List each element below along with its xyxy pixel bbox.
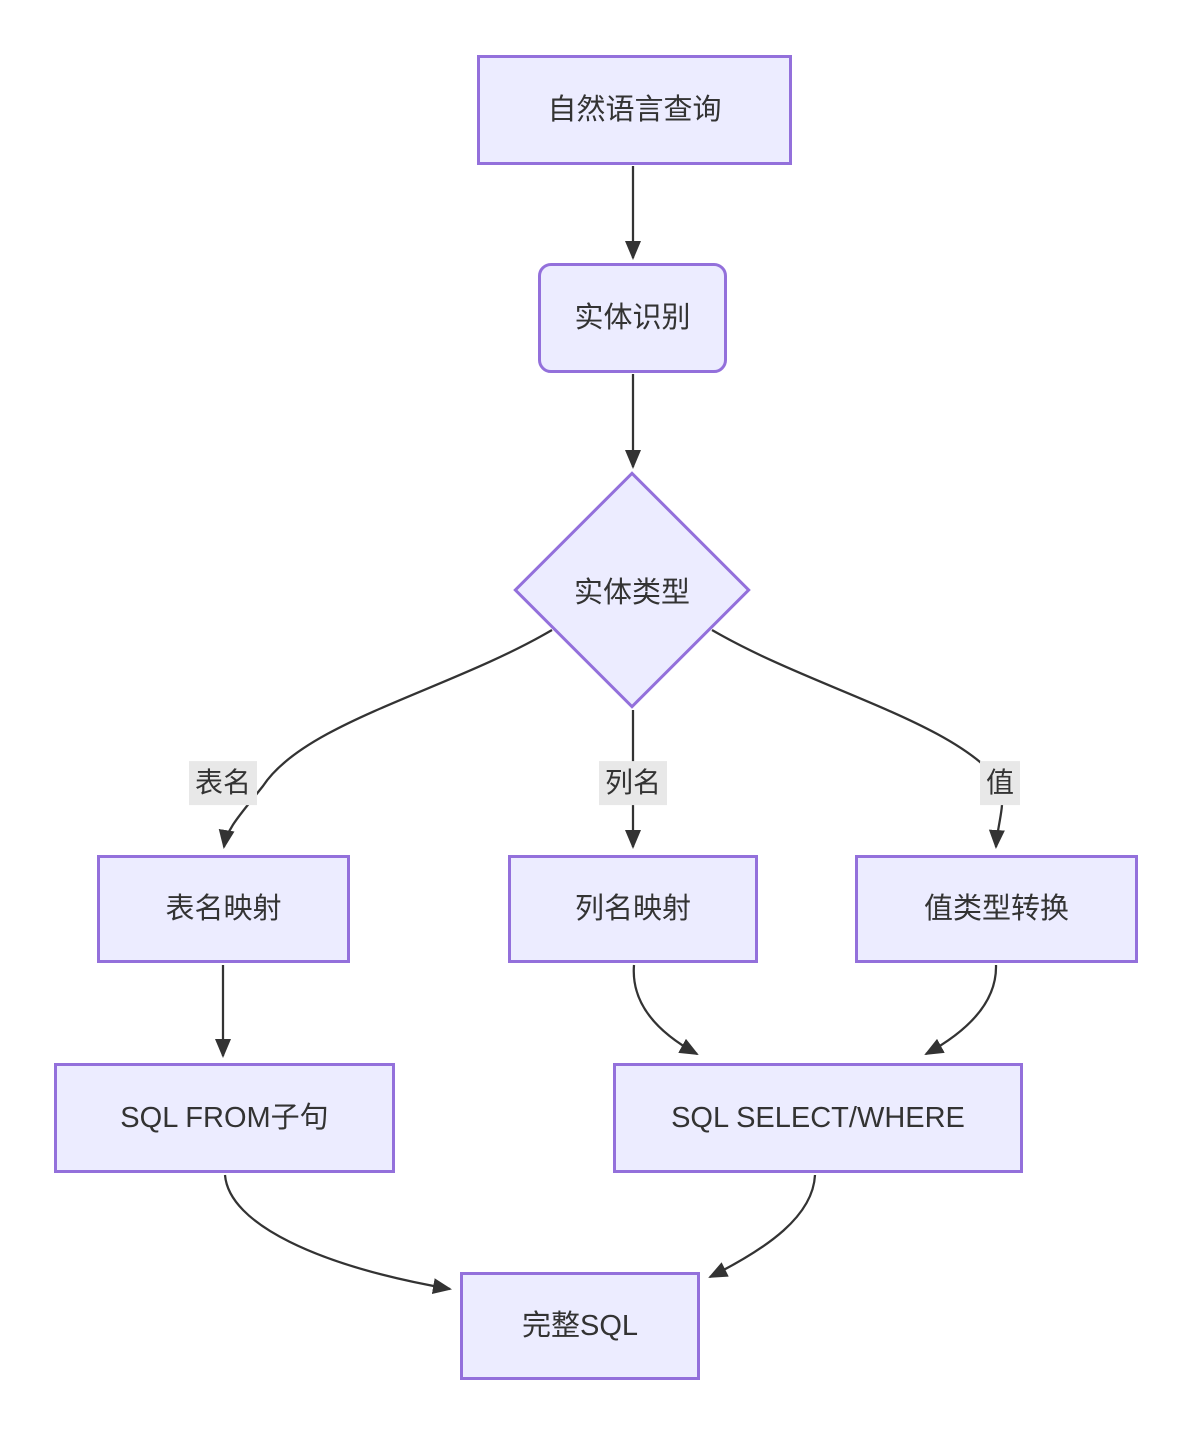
edge-label-column-name: 列名 [598, 761, 668, 805]
node-table-name-mapping: 表名映射 [97, 855, 350, 963]
edge-column-mapping-to-sql-select-where [632, 964, 699, 1055]
node-entity-recognition: 实体识别 [538, 263, 727, 373]
node-natural-language-query: 自然语言查询 [477, 55, 792, 165]
node-complete-sql-label: 完整SQL [521, 1309, 639, 1342]
node-entity-type-label-box: 实体类型 [513, 472, 751, 708]
edge-sql-from-to-complete-sql [223, 1174, 452, 1294]
node-value-type-conversion-label: 值类型转换 [923, 892, 1069, 925]
edge-value-conversion-to-sql-select-where [924, 964, 998, 1055]
node-sql-from-clause: SQL FROM子句 [54, 1063, 395, 1173]
node-entity-type-label: 实体类型 [573, 577, 690, 609]
edge-label-value: 值 [979, 761, 1021, 805]
node-sql-select-where: SQL SELECT/WHERE [613, 1063, 1023, 1173]
node-sql-from-clause-label: SQL FROM子句 [120, 1101, 329, 1134]
edge-sql-select-where-to-complete-sql [708, 1174, 817, 1279]
edge-entity-type-to-table-mapping [218, 629, 553, 849]
edge-label-table-name: 表名 [188, 761, 258, 805]
node-column-name-mapping: 列名映射 [508, 855, 758, 963]
node-table-name-mapping-label: 表名映射 [165, 892, 282, 925]
edge-entity-type-to-value-conversion [711, 629, 1005, 849]
node-entity-recognition-label: 实体识别 [574, 301, 691, 334]
node-sql-select-where-label: SQL SELECT/WHERE [671, 1101, 965, 1134]
node-value-type-conversion: 值类型转换 [855, 855, 1138, 963]
node-complete-sql: 完整SQL [460, 1272, 700, 1380]
node-natural-language-query-label: 自然语言查询 [547, 93, 722, 126]
node-column-name-mapping-label: 列名映射 [574, 892, 691, 925]
